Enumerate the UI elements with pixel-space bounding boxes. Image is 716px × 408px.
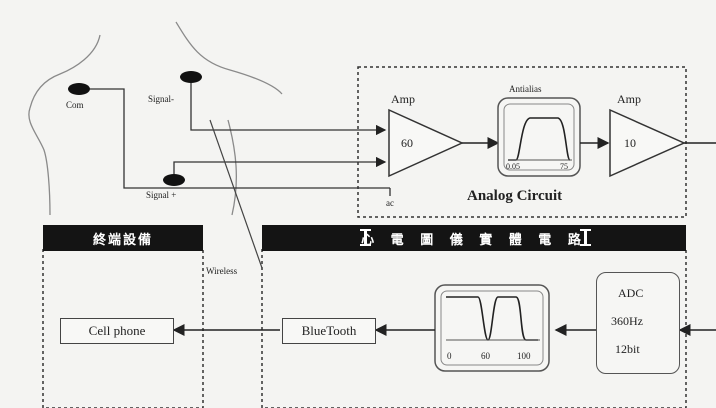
electrode-wires [90, 83, 391, 196]
amp2-triangle [609, 108, 686, 178]
notch-curve [446, 296, 538, 341]
ecg-device-header: 心 電 圖 儀 實 體 電 路 [262, 225, 686, 251]
amp1-title: Amp [391, 92, 415, 106]
reference-label: ac [386, 198, 394, 208]
wireless-link [209, 119, 263, 269]
antialias-high: 75 [560, 162, 568, 171]
notch-tick-100: 100 [517, 351, 531, 361]
adc-box [596, 272, 680, 374]
adc-line-2: 360Hz [611, 314, 643, 328]
adc-line-3: 12bit [615, 342, 640, 356]
amp1-gain: 60 [401, 136, 413, 150]
amp2-gain: 10 [624, 136, 636, 150]
terminal-device-header: 終端設備 [43, 225, 203, 251]
signal-minus-label: Signal- [148, 94, 174, 104]
bandpass-curve [508, 117, 571, 161]
electrode-com [68, 83, 90, 95]
antialias-title: Antialias [509, 84, 542, 94]
notch-tick-60: 60 [481, 351, 490, 361]
torso-outline [28, 21, 283, 216]
electrode-signal-minus [180, 71, 202, 83]
amp1-triangle [388, 108, 464, 178]
adc-line-1: ADC [618, 286, 644, 300]
signal-plus-label: Signal + [146, 190, 177, 200]
amp2-title: Amp [617, 92, 641, 106]
antialias-low: 0.05 [506, 162, 520, 171]
analog-circuit-region [357, 66, 687, 218]
bluetooth-box: BlueTooth [282, 318, 376, 344]
analog-circuit-title: Analog Circuit [467, 188, 563, 204]
notch-tick-0: 0 [447, 351, 452, 361]
wireless-label: Wireless [206, 266, 238, 276]
com-label: Com [66, 100, 84, 110]
electrode-signal-plus [163, 174, 185, 186]
cell-phone-box: Cell phone [60, 318, 174, 344]
